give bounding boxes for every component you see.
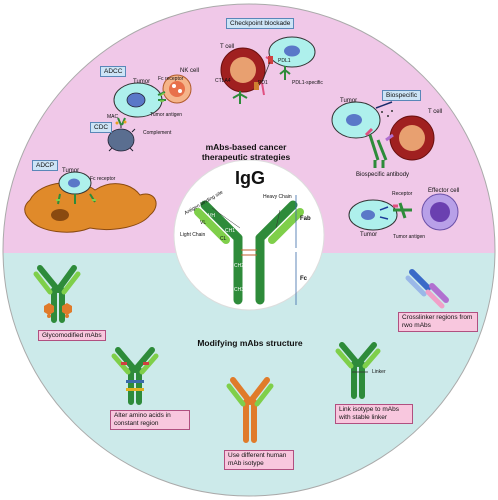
igg-title: IgG — [235, 168, 265, 188]
adcp-label: ADCP — [32, 160, 59, 171]
pdl1-label: PDL1 — [278, 58, 291, 64]
vh-label: VH — [208, 213, 215, 219]
link-label: Link isotype to mAbs with stable linker — [335, 404, 413, 424]
effector-tumor-antigen-label: Tumor antigen — [393, 234, 426, 240]
bispecific-antibody-label: Biospecific antibody — [356, 172, 410, 178]
igg-structure — [194, 195, 304, 305]
checkpoint-illustration — [220, 36, 316, 104]
bispecific-illustration — [331, 101, 435, 168]
heavy-chain-label: Heavy Chain — [263, 194, 292, 200]
center-igg-circle — [173, 159, 325, 311]
light-chain-label: Light Chain — [180, 232, 206, 238]
nk-cell-label: NK cell — [180, 68, 200, 74]
cdc-label: CDC — [90, 122, 113, 133]
isotype-label: Use different human mAb isotype — [224, 450, 294, 470]
vl-label: VL — [200, 220, 207, 226]
adcp-fc-receptor-label: Fc receptor — [90, 176, 116, 182]
pdl1-specific-label: PDL1-specific — [292, 80, 323, 86]
alter-label: Alter amino acids in constant region — [110, 410, 190, 430]
adcc-illustration — [106, 74, 192, 152]
cl-label: CL — [220, 236, 227, 242]
effector-illustration — [348, 193, 459, 231]
ch2-label: CH2 — [234, 263, 245, 269]
effector-cell-label: Effector cell — [428, 188, 460, 194]
fc-label: Fc — [300, 276, 308, 282]
linker-label: Linker — [372, 369, 386, 375]
ch3-label: CH3 — [234, 287, 245, 293]
linker-antibody — [335, 342, 381, 399]
fab-label: Fab — [300, 216, 311, 222]
mac-label: MAC — [107, 114, 119, 120]
isotype-antibody — [226, 377, 274, 443]
bispecific-label: Biospecific — [382, 90, 422, 101]
glyco-label: Glycomodified mAbs — [38, 330, 106, 341]
adcp-illustration — [24, 171, 157, 233]
tumor-antigen-label: Tumor antigen — [150, 112, 183, 118]
complement-cell — [107, 128, 135, 152]
ctla4-label: CTLA4 — [215, 78, 231, 84]
checkpoint-label: Checkpoint blockade — [226, 18, 295, 29]
checkpoint-t-cell-label: T cell — [220, 44, 235, 50]
crosslinker-label: Crosslinker regions from rwo mAbs — [398, 312, 478, 332]
adcp-tumor-label: Tumor — [62, 168, 80, 174]
bispecific-t-cell-label: T cell — [428, 109, 443, 115]
fc-receptor-label: Fc receptor — [158, 76, 184, 82]
top-section-title: mAbs-based cancer therapeutic strategies — [201, 142, 291, 162]
receptor-label: Receptor — [392, 191, 413, 197]
pd1-label: PD1 — [258, 80, 268, 86]
complement-label: Complement — [143, 130, 172, 136]
glyco-antibody — [33, 265, 81, 323]
crosslinker-antibodies — [405, 269, 449, 309]
effector-tumor-label: Tumor — [360, 232, 378, 238]
adcc-label: ADCC — [100, 66, 127, 77]
bispecific-tumor-label: Tumor — [340, 98, 358, 104]
adcc-tumor-label: Tumor — [133, 79, 151, 85]
alter-antibody — [111, 347, 159, 405]
bottom-section-title: Modifying mAbs structure — [197, 338, 303, 348]
ch1-label: CH1 — [225, 228, 236, 234]
